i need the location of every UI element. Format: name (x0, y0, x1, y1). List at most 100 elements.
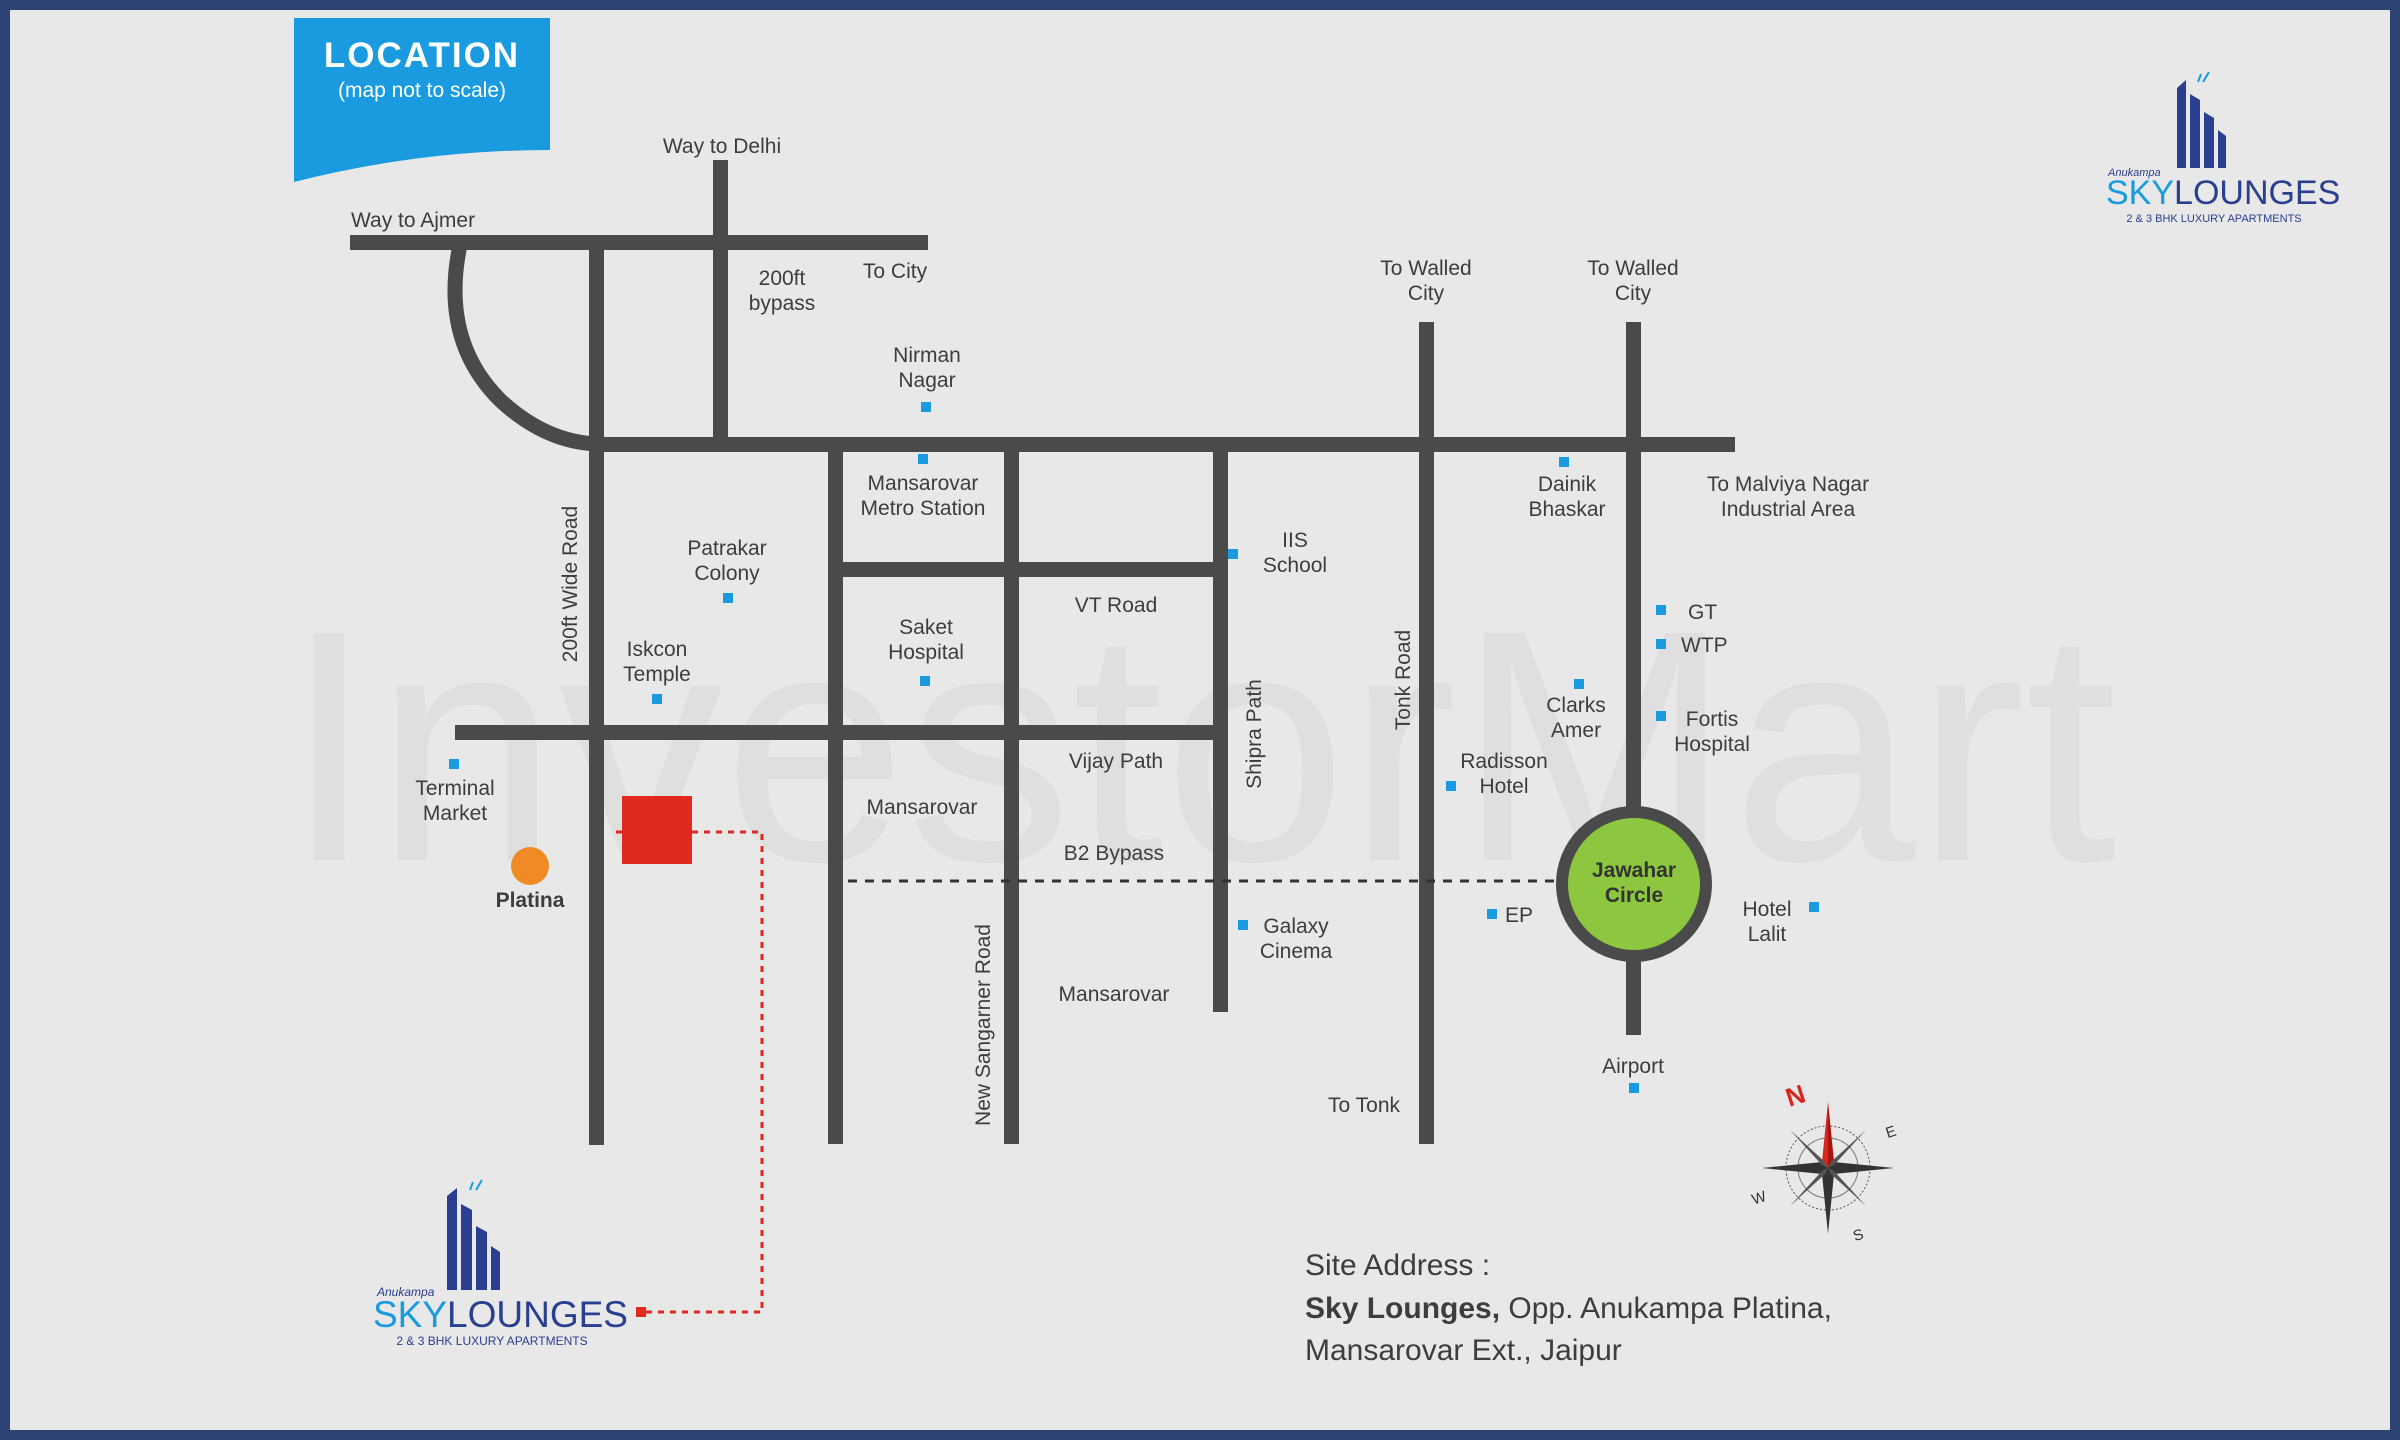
label-radisson-1: Radisson (1460, 750, 1548, 773)
label-patrakar-1: Patrakar (687, 537, 766, 560)
road-vijay-path (455, 725, 1220, 740)
label-airport: Airport (1602, 1055, 1664, 1078)
marker-iis (1228, 549, 1238, 559)
label-vt-road: VT Road (1075, 594, 1158, 617)
label-radisson-2: Hotel (1479, 775, 1528, 798)
sky-lounges-logo-bottom: Anukampa SKYLOUNGES 2 & 3 BHK LUXURY APA… (373, 1179, 628, 1348)
logo-top-maker: Anukampa (2107, 167, 2161, 179)
label-nirman-2: Nagar (898, 369, 955, 392)
label-galaxy-1: Galaxy (1263, 915, 1329, 938)
label-mansarovar-1: Mansarovar (867, 796, 978, 819)
label-gt: GT (1688, 601, 1717, 624)
building-icon (2177, 80, 2226, 168)
label-iis-2: School (1263, 554, 1327, 577)
marker-saket (920, 676, 930, 686)
label-way-to-ajmer: Way to Ajmer (351, 209, 475, 232)
label-vijay-path: Vijay Path (1069, 750, 1163, 773)
marker-wtp (1656, 639, 1666, 649)
road-labels: Way to Delhi Way to Ajmer 200ft bypass T… (351, 135, 1869, 1126)
marker-ep (1487, 909, 1497, 919)
road-network (350, 160, 1735, 1145)
logo-bottom-tagline: 2 & 3 BHK LUXURY APARTMENTS (396, 1334, 587, 1348)
badge-subtitle: (map not to scale) (338, 79, 506, 102)
place-markers (449, 402, 1819, 1093)
label-fortis-2: Hospital (1674, 733, 1750, 756)
site-address: Site Address : Sky Lounges, Opp. Anukamp… (1305, 1249, 1832, 1367)
compass-e: E (1884, 1123, 1899, 1142)
marker-terminal (449, 759, 459, 769)
marker-nirman (921, 402, 931, 412)
label-patrakar-2: Colony (694, 562, 760, 585)
site-square (622, 796, 692, 864)
marker-airport (1629, 1083, 1639, 1093)
label-shipra-path: Shipra Path (1243, 679, 1266, 789)
logo-bottom-maker: Anukampa (376, 1285, 435, 1299)
label-malviya-1: To Malviya Nagar (1707, 473, 1869, 496)
marker-galaxy (1238, 920, 1248, 930)
marker-patrakar (723, 593, 733, 603)
compass-rose-icon: N E S W (1750, 1078, 1899, 1245)
marker-iskcon (652, 694, 662, 704)
marker-fortis (1656, 711, 1666, 721)
label-wtp: WTP (1681, 634, 1728, 657)
label-to-tonk: To Tonk (1328, 1094, 1400, 1117)
badge-title: LOCATION (324, 36, 520, 75)
place-labels: Nirman Nagar Mansarovar Metro Station Pa… (415, 344, 1791, 1078)
label-b2-bypass: B2 Bypass (1064, 842, 1164, 865)
label-bypass-2: bypass (749, 292, 816, 315)
jawahar-circle: Jawahar Circle (1556, 806, 1712, 962)
building-icon (447, 1188, 500, 1290)
label-walled-city-1b: City (1408, 282, 1445, 305)
platina-dot (511, 847, 549, 885)
marker-metro (918, 454, 928, 464)
label-walled-city-1a: To Walled (1380, 257, 1471, 280)
road-shipra-path (1213, 444, 1228, 1012)
compass-w: W (1750, 1188, 1770, 1209)
logo-top-name: SKYLOUNGES (2106, 174, 2340, 212)
address-line-1: Sky Lounges, Opp. Anukampa Platina, (1305, 1292, 1832, 1325)
road-tonk (1419, 322, 1434, 1144)
road-jawahar-south (1626, 950, 1641, 1035)
label-metro-1: Mansarovar (868, 472, 979, 495)
label-lalit-1: Hotel (1742, 898, 1791, 921)
marker-radisson (1446, 781, 1456, 791)
label-lalit-2: Lalit (1748, 923, 1787, 946)
label-dainik-2: Bhaskar (1528, 498, 1605, 521)
road-ajmer-top (350, 235, 928, 250)
watermark: InvestorMart (283, 561, 2118, 930)
label-walled-city-2b: City (1615, 282, 1652, 305)
road-200ft-wide (589, 245, 604, 1145)
road-curve-ajmer (447, 243, 598, 452)
marker-dainik (1559, 457, 1569, 467)
label-clarks-2: Amer (1551, 719, 1601, 742)
address-line-2: Mansarovar Ext., Jaipur (1305, 1334, 1622, 1367)
label-way-to-delhi: Way to Delhi (663, 135, 781, 158)
label-saket-1: Saket (899, 616, 953, 639)
sky-lounges-logo-top: Anukampa SKYLOUNGES 2 & 3 BHK LUXURY APA… (2106, 71, 2340, 225)
platina-label: Platina (496, 889, 565, 912)
label-iis-1: IIS (1282, 529, 1308, 552)
label-mansarovar-2: Mansarovar (1059, 983, 1170, 1006)
label-saket-2: Hospital (888, 641, 964, 664)
jawahar-label-2: Circle (1605, 884, 1663, 907)
road-vertical-mansarovar (828, 444, 843, 1144)
marker-gt (1656, 605, 1666, 615)
jawahar-label-1: Jawahar (1592, 859, 1676, 882)
label-bypass-1: 200ft (759, 267, 806, 290)
road-delhi (713, 160, 728, 440)
logo-bottom-name: SKYLOUNGES (373, 1294, 628, 1335)
road-new-sanganer (1004, 444, 1019, 1144)
marker-lalit (1809, 902, 1819, 912)
label-dainik-1: Dainik (1538, 473, 1597, 496)
logo-top-tagline: 2 & 3 BHK LUXURY APARTMENTS (2126, 213, 2301, 225)
label-tonk-road: Tonk Road (1392, 630, 1415, 730)
label-fortis-1: Fortis (1686, 708, 1739, 731)
road-main-horizontal (590, 437, 1735, 452)
road-vt (835, 562, 1220, 577)
label-terminal-2: Market (423, 802, 487, 825)
label-ep: EP (1505, 904, 1533, 927)
site-marker (616, 796, 764, 1317)
label-metro-2: Metro Station (861, 497, 986, 520)
label-iskcon-2: Temple (623, 663, 691, 686)
